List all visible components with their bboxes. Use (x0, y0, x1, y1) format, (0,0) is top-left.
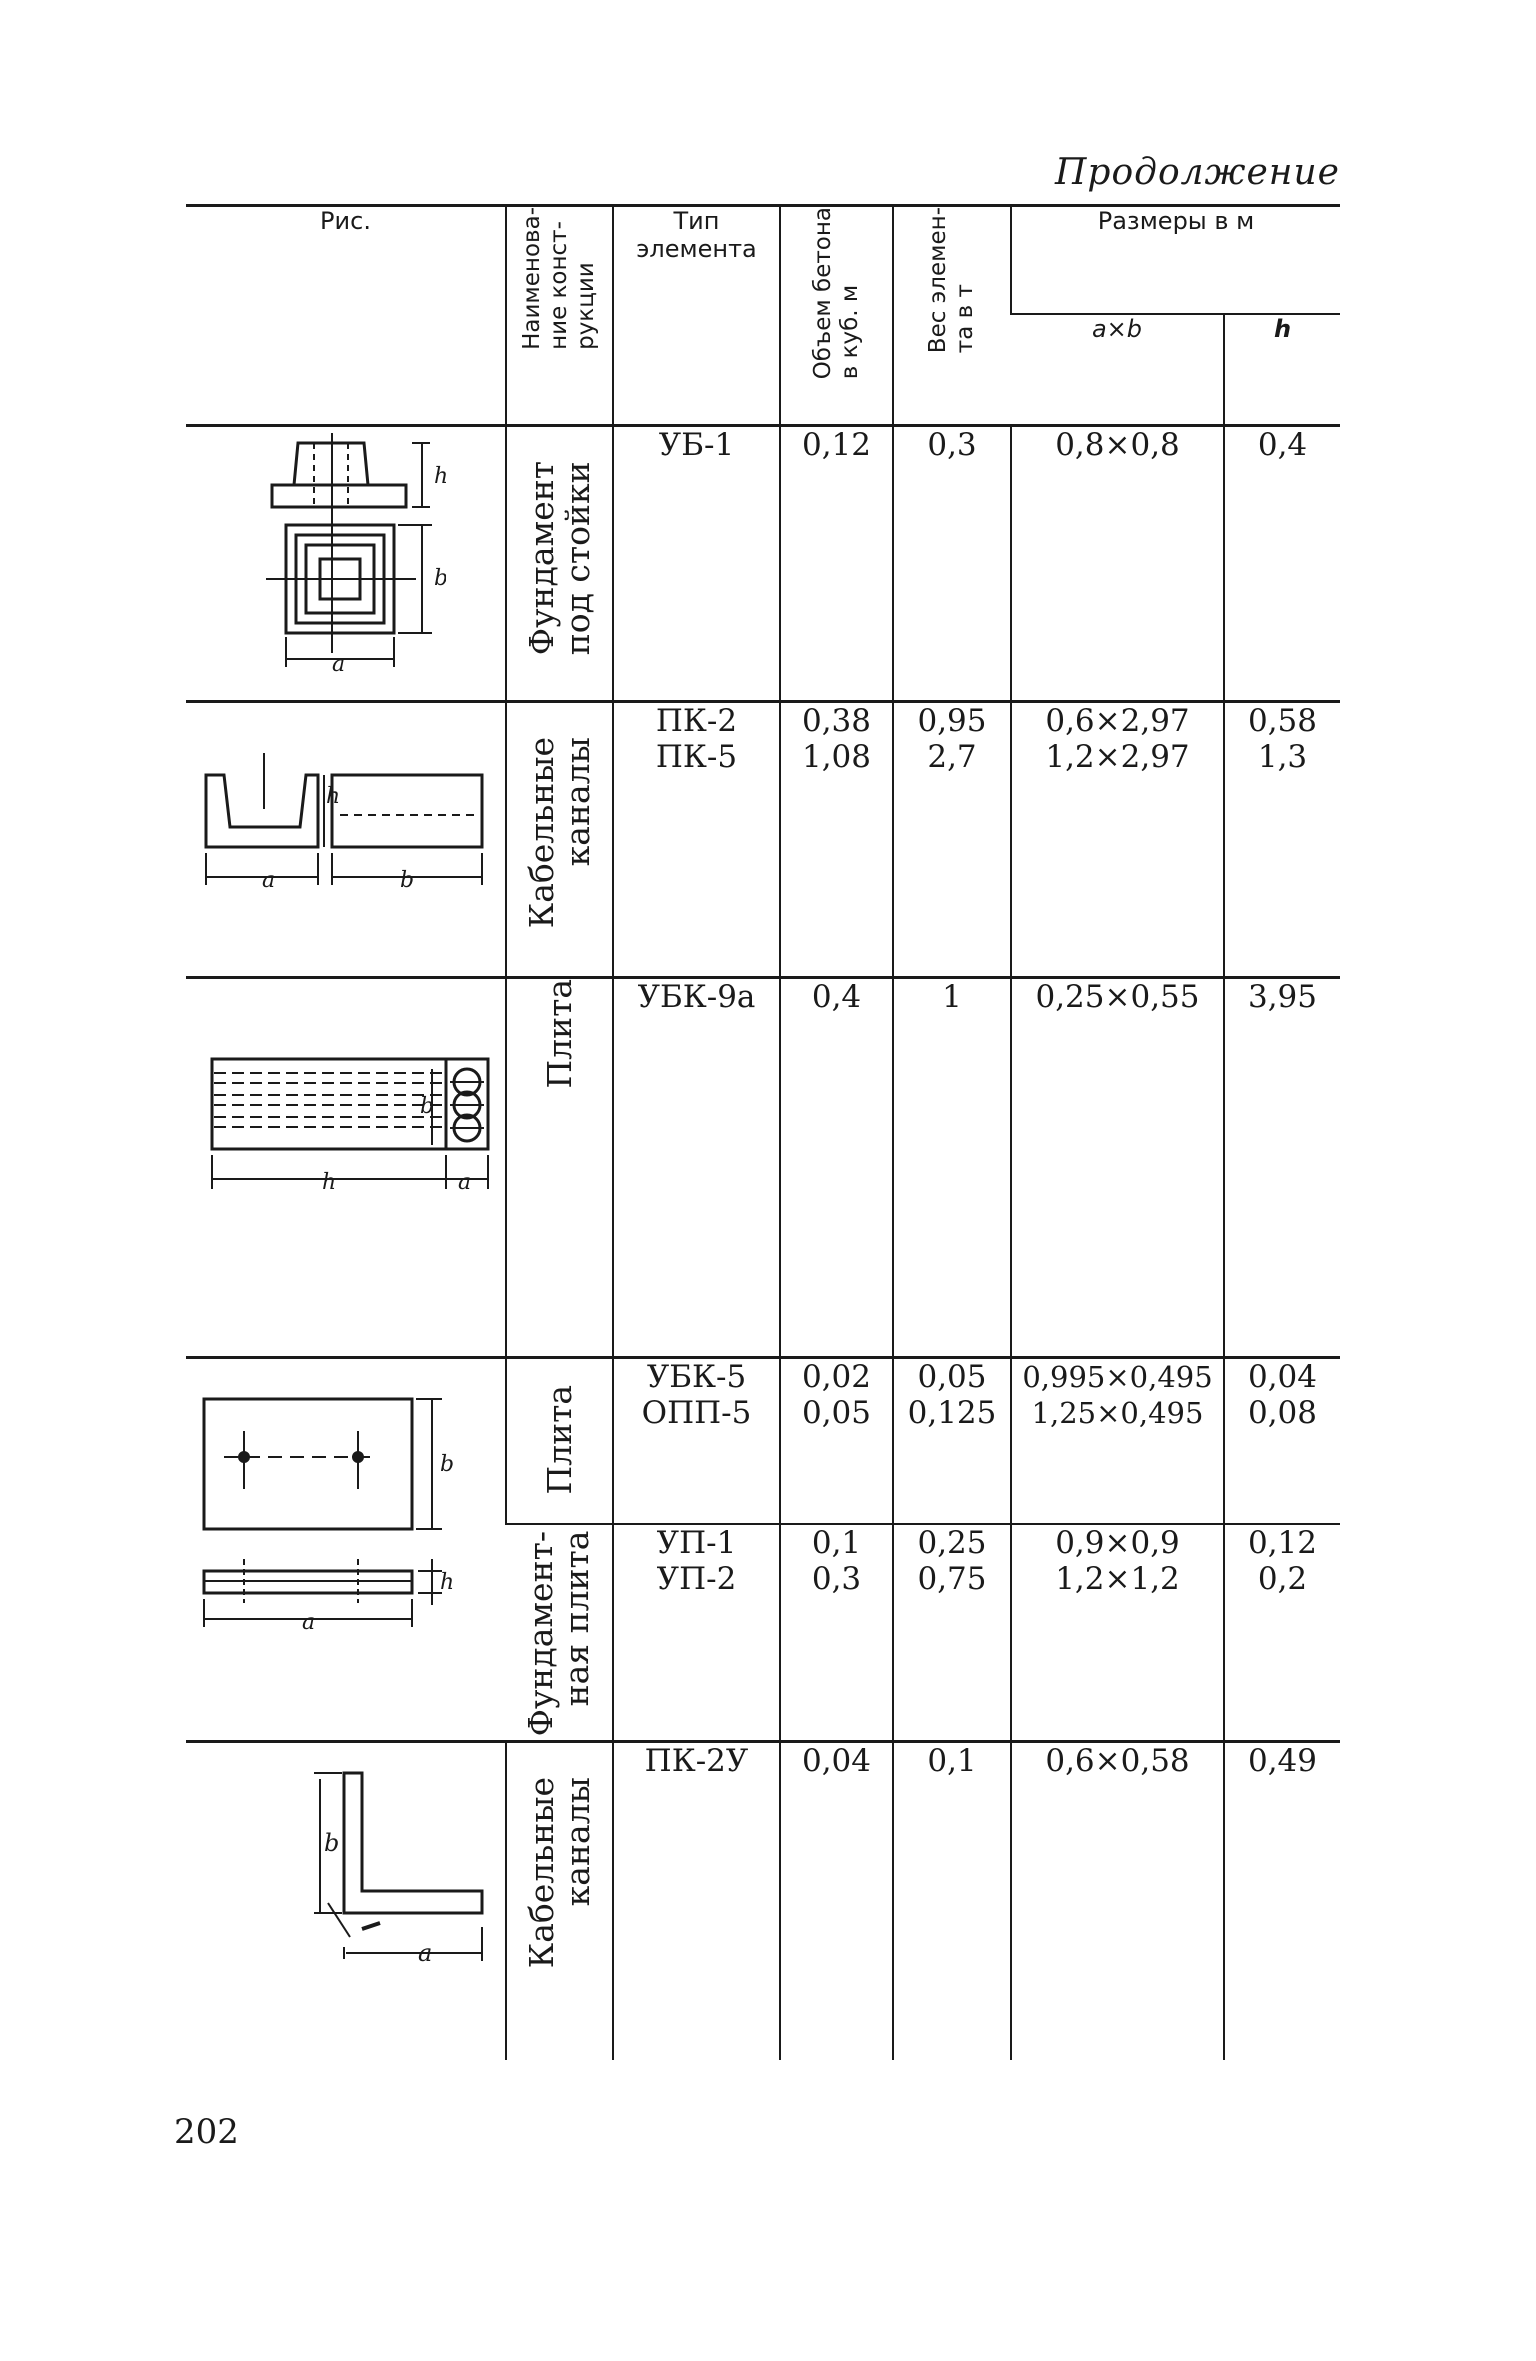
row-6-volume: 0,04 (779, 1740, 893, 2060)
table-row: h b a Фундамент под стойки УБ-1 0,12 0,3… (186, 424, 1341, 702)
svg-text:a: a (332, 652, 345, 677)
header-fig: Рис. (186, 204, 506, 426)
row-5-volume: 0,1 0,3 (779, 1522, 893, 1742)
svg-text:b: b (400, 868, 414, 893)
figure-foundation-block: h b a (186, 424, 506, 702)
row-4-weight: 0,05 0,125 (892, 1356, 1011, 1524)
svg-text:a: a (418, 1939, 432, 1967)
row-1-weight: 0,3 (892, 424, 1011, 702)
figure-cable-channel-l: b a (186, 1740, 506, 2060)
row-1-volume: 0,12 (779, 424, 893, 702)
header-dims: Размеры в м (1009, 204, 1341, 314)
row-6-axb: 0,6×0,58 (1010, 1740, 1224, 2060)
row-4-type: УБК-5 ОПП-5 (612, 1356, 780, 1524)
svg-text:b: b (324, 1829, 339, 1857)
row-4-name: Плита (505, 1356, 613, 1524)
row-5-weight: 0,25 0,75 (892, 1522, 1011, 1742)
svg-text:h: h (434, 464, 446, 489)
row-2-weight: 0,95 2,7 (892, 700, 1011, 978)
table-row: b a Кабельные каналы ПК-2У 0,04 0,1 0,6×… (186, 1740, 1341, 2060)
row-6-name: Кабельные каналы (505, 1740, 613, 2060)
svg-text:b: b (434, 566, 446, 591)
figure-slab-ubk9a: h a b (186, 976, 506, 1358)
figure-slab-ubk5: b h a (186, 1356, 506, 1742)
svg-text:a: a (302, 1610, 315, 1635)
row-5-name: Фундамент- ная плита (506, 1522, 613, 1742)
row-1-type: УБ-1 (612, 424, 780, 702)
table-row: a b h Кабельные каналы ПК-2 ПК-5 0,38 1,… (186, 700, 1341, 978)
row-6-type: ПК-2У (612, 1740, 780, 2060)
header-h: h (1222, 312, 1341, 426)
row-3-name: Плита (505, 976, 613, 1358)
row-4-axb: 0,995×0,495 1,25×0,495 (1010, 1356, 1224, 1524)
row-2-name: Кабельные каналы (505, 700, 613, 978)
svg-text:b: b (440, 1452, 454, 1477)
svg-text:b: b (420, 1094, 434, 1119)
row-1-h: 0,4 (1222, 424, 1341, 702)
page-number: 202 (174, 2112, 239, 2152)
row-3-axb: 0,25×0,55 (1010, 976, 1224, 1358)
row-3-weight: 1 (892, 976, 1011, 1358)
row-1-name: Фундамент под стойки (505, 424, 613, 702)
row-4-h: 0,04 0,08 (1222, 1356, 1341, 1524)
header-type: Тип элемента (612, 204, 780, 426)
svg-text:a: a (458, 1170, 471, 1195)
svg-text:h: h (440, 1570, 454, 1595)
table-row: Фундамент- ная плита УП-1 УП-2 0,1 0,3 0… (186, 1522, 1341, 1742)
row-5-type: УП-1 УП-2 (612, 1522, 780, 1742)
row-2-h: 0,58 1,3 (1222, 700, 1341, 978)
row-2-volume: 0,38 1,08 (779, 700, 893, 978)
row-5-h: 0,12 0,2 (1222, 1522, 1341, 1742)
row-3-type: УБК-9а (612, 976, 780, 1358)
row-2-type: ПК-2 ПК-5 (612, 700, 780, 978)
header-volume: Объем бетона в куб. м (779, 204, 893, 426)
precast-elements-table: Рис. Наименова- ние конст- рукции Тип эл… (186, 204, 1341, 2060)
row-5-axb: 0,9×0,9 1,2×1,2 (1010, 1522, 1224, 1742)
row-2-axb: 0,6×2,97 1,2×2,97 (1010, 700, 1224, 978)
header-axb: a×b (1011, 312, 1224, 426)
figure-cable-channel: a b h (186, 700, 506, 978)
header-name: Наименова- ние конст- рукции (505, 204, 613, 426)
svg-text:h: h (322, 1170, 336, 1195)
row-3-volume: 0,4 (779, 976, 893, 1358)
row-3-h: 3,95 (1222, 976, 1341, 1358)
svg-text:h: h (326, 784, 340, 809)
table-row: h a b Плита УБК-9а 0,4 1 0,25×0,55 3,95 (186, 976, 1341, 1358)
row-1-axb: 0,8×0,8 (1010, 424, 1224, 702)
continuation-label: Продолжение (1055, 152, 1340, 193)
row-4-volume: 0,02 0,05 (779, 1356, 893, 1524)
svg-text:a: a (262, 868, 275, 893)
table-row: b h a Плита УБК-5 ОПП-5 0,02 0,05 0,05 0… (186, 1356, 1341, 1742)
row-6-h: 0,49 (1222, 1740, 1341, 2060)
header-weight: Вес элемен- та в т (892, 204, 1011, 426)
row-6-weight: 0,1 (892, 1740, 1011, 2060)
